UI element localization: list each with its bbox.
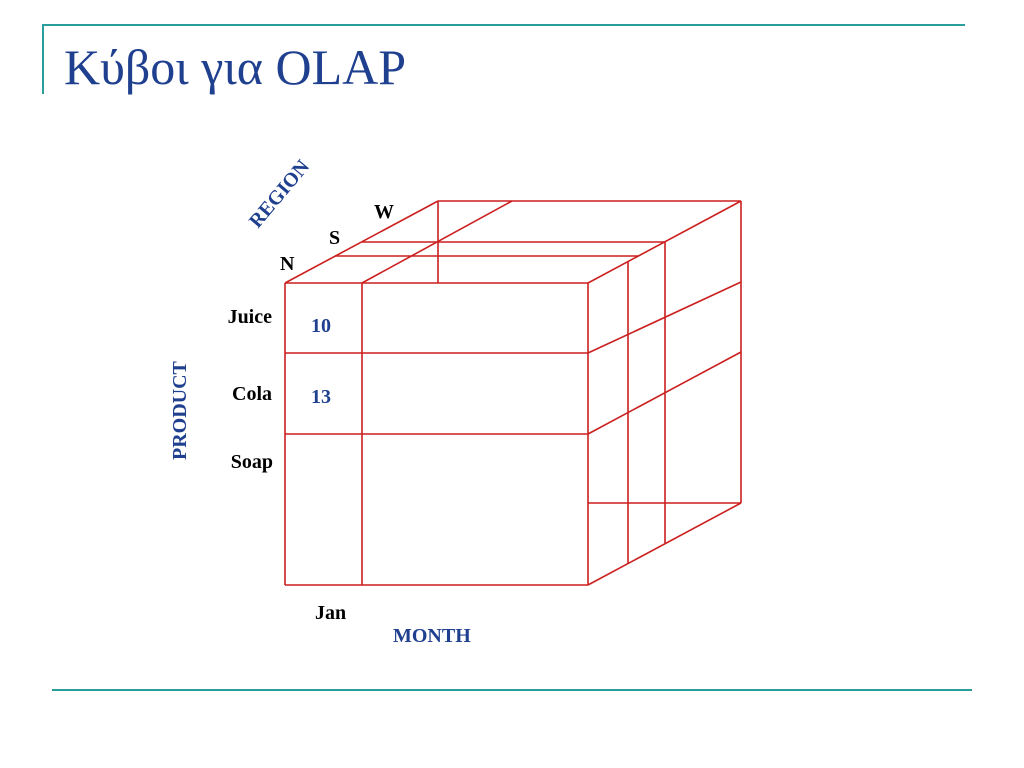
product-label-cola: Cola [232,383,272,405]
region-label-s: S [329,227,340,249]
bottom-rule [52,689,972,691]
top-rule [42,24,965,26]
cell-value-cola-jan-n: 13 [311,386,331,408]
left-rule [42,24,44,94]
cube-line-depth-edge-top-left [284,200,439,284]
cell-value-juice-jan-n: 10 [311,315,331,337]
axis-label-region: REGION [245,156,314,233]
month-label-jan: Jan [315,602,346,624]
product-label-soap: Soap [231,451,273,473]
cube-line-top-face-col-1 [361,200,513,284]
axis-label-product: PRODUCT [169,360,191,460]
region-label-n: N [280,253,295,275]
cube-grid-lines [284,200,742,586]
region-label-w: W [374,201,394,223]
axis-label-month: MONTH [393,625,471,647]
cube-line-depth-edge-bottom-right [587,502,742,586]
product-label-juice: Juice [228,306,273,328]
slide-title: Κύβοι για OLAP [64,39,407,95]
